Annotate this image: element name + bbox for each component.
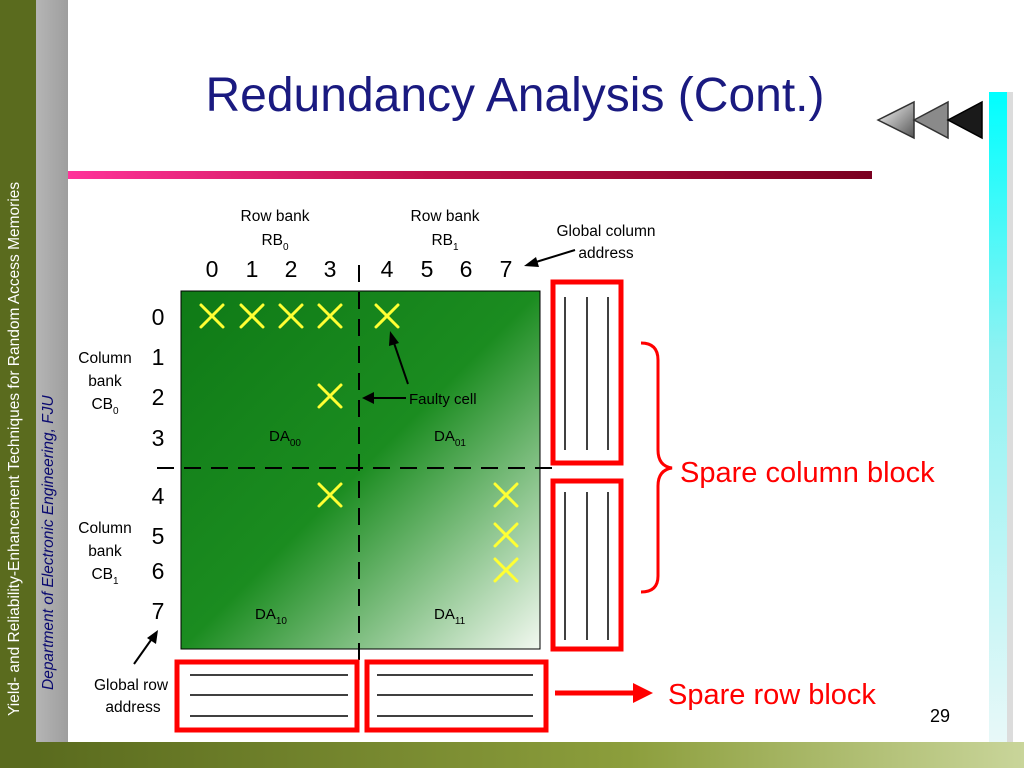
subarray-da01-label: DA01 — [434, 428, 466, 449]
subarray-da11-label: DA11 — [434, 606, 466, 627]
faulty-cell-label: Faulty cell — [409, 391, 477, 408]
sidebar-band — [0, 0, 68, 768]
spare-row-lines-left — [190, 674, 348, 717]
subarray-da10-label: DA10 — [255, 606, 287, 627]
column-index: 6 — [460, 256, 473, 282]
row-bank-0-name: RB0 — [261, 232, 289, 253]
global-row-address-label-2: address — [105, 699, 160, 716]
faulty-cell-mark — [317, 383, 343, 409]
subarray-da00-label: DA00 — [269, 428, 301, 449]
row-index: 0 — [152, 304, 165, 330]
bottom-band — [36, 742, 1024, 768]
row-index: 6 — [152, 558, 165, 584]
global-row-address-arrow — [133, 639, 152, 665]
spare-column-lines-top — [564, 297, 609, 450]
row-index: 2 — [152, 384, 165, 410]
column-bank-1-name: CB1 — [91, 566, 119, 587]
column-bank-0-name: CB0 — [91, 396, 119, 417]
previous-slide-button[interactable] — [876, 96, 986, 144]
memory-array — [180, 290, 541, 650]
arrowhead-icon — [633, 683, 653, 703]
column-index: 5 — [421, 256, 434, 282]
faulty-cell-mark — [278, 303, 304, 329]
column-index: 1 — [246, 256, 259, 282]
row-bank-1-name: RB1 — [431, 232, 459, 253]
arrowhead-icon — [389, 331, 399, 346]
row-index: 3 — [152, 425, 165, 451]
faulty-cell-mark — [493, 522, 519, 548]
faulty-cell-mark — [317, 303, 343, 329]
right-accent-shadow — [1007, 92, 1013, 742]
spare-row-block-left — [174, 659, 360, 733]
row-index: 1 — [152, 344, 165, 370]
arrowhead-icon — [362, 392, 374, 404]
spare-column-lines-bottom — [564, 492, 609, 640]
column-bank-0-label-2: bank — [88, 373, 122, 390]
spare-row-block-label: Spare row block — [668, 679, 876, 711]
faulty-cell-arrow-2 — [393, 342, 409, 385]
global-column-address-label-2: address — [578, 245, 633, 262]
column-bank-1-label-2: bank — [88, 543, 122, 560]
faulty-cell-mark — [317, 482, 343, 508]
spare-column-brace — [640, 341, 673, 594]
column-bank-0-label: Column — [78, 350, 131, 367]
global-column-address-label: Global column — [556, 223, 655, 240]
column-bank-1-label: Column — [78, 520, 131, 537]
row-index: 7 — [152, 598, 165, 624]
faulty-cell-mark — [199, 303, 225, 329]
spare-row-block-right — [364, 659, 549, 733]
column-index: 0 — [206, 256, 219, 282]
column-index: 4 — [381, 256, 394, 282]
spare-row-lines-right — [377, 674, 533, 717]
arrowhead-icon — [524, 257, 539, 267]
column-index: 2 — [285, 256, 298, 282]
faulty-cell-group — [199, 303, 519, 583]
faulty-cell-mark — [493, 482, 519, 508]
page-number: 29 — [930, 706, 951, 726]
faulty-cell-mark — [239, 303, 265, 329]
title-underline — [68, 171, 872, 179]
back-arrow-icon — [946, 100, 983, 140]
spare-column-block-top — [550, 279, 624, 466]
row-index-group: 0 1 2 3 4 5 6 7 — [152, 304, 165, 624]
right-accent-bar — [989, 92, 1007, 742]
arrowhead-icon — [147, 630, 158, 644]
global-column-address-arrow — [535, 249, 576, 263]
row-bank-0-label: Row bank — [241, 208, 310, 225]
row-bank-1-label: Row bank — [411, 208, 480, 225]
slide-title: Redundancy Analysis (Cont.) — [205, 69, 825, 122]
row-index: 4 — [152, 483, 165, 509]
faulty-cell-mark — [374, 303, 400, 329]
global-row-address-label: Global row — [94, 677, 169, 694]
faulty-cell-mark — [493, 557, 519, 583]
column-index: 3 — [324, 256, 337, 282]
spare-column-block-bottom — [550, 478, 624, 652]
column-index: 7 — [500, 256, 513, 282]
row-index: 5 — [152, 523, 165, 549]
spare-column-block-label: Spare column block — [680, 457, 935, 489]
